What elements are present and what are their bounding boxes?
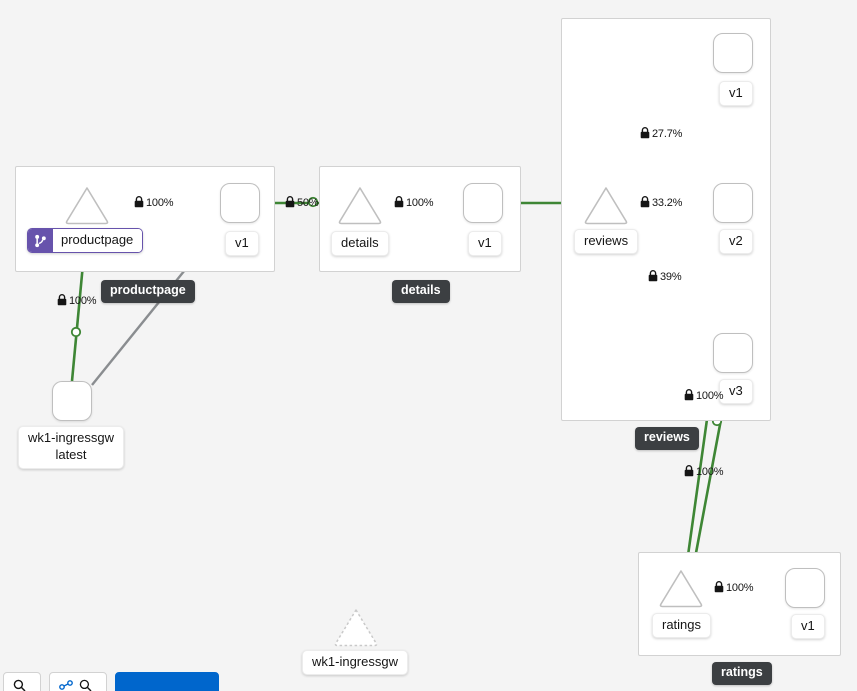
edge-percent: 100% [726,582,754,594]
node-label-ratings-v1[interactable]: v1 [791,614,825,640]
node-details-v1[interactable] [463,183,503,223]
lock-icon [714,581,724,596]
edge-label-reviews-v2-to-ratings-svc[interactable]: 100% [684,465,724,480]
workload-square-icon [785,568,825,608]
edge-percent: 33.2% [652,197,683,209]
node-productpage-v1[interactable] [220,183,260,223]
service-triangle-icon [64,185,110,225]
lock-icon [134,196,144,211]
node-ingressgw[interactable] [52,381,92,421]
node-productpage-service[interactable] [64,185,110,225]
lock-icon [684,465,694,480]
node-label-productpage-v1[interactable]: v1 [225,231,259,257]
node-label-text: productpage [53,229,143,253]
node-label-details-v1[interactable]: v1 [468,231,502,257]
edge-percent: 100% [69,295,97,307]
node-reviews-v3[interactable] [713,333,753,373]
zoom-control-button[interactable] [3,672,41,691]
node-reviews-service[interactable] [583,185,629,225]
node-reviews-v1[interactable] [713,33,753,73]
namespace-tag-reviews[interactable]: reviews [635,427,699,450]
edge-label-details-svc-to-v1[interactable]: 100% [394,196,434,211]
service-triangle-icon [658,568,704,608]
service-triangle-icon [583,185,629,225]
legend-button[interactable] [49,672,107,691]
node-label-line2: latest [55,446,87,462]
node-label-details-service[interactable]: details [331,231,389,257]
bottom-toolbar[interactable] [0,672,219,691]
edge-label-ingressgw-to-productpage-svc[interactable]: 100% [57,294,97,309]
node-label-ingressgw-ghost[interactable]: wk1-ingressgw [302,650,408,676]
zoom-icon [13,679,26,691]
node-label-ingressgw[interactable]: wk1-ingressgw latest [18,426,124,469]
workload-square-icon [713,33,753,73]
node-ratings-v1[interactable] [785,568,825,608]
graph-icon [59,679,74,691]
node-label-productpage-service[interactable]: productpage [27,228,144,254]
namespace-tag-ratings[interactable]: ratings [712,662,772,685]
lock-icon [640,127,650,142]
workload-square-icon [713,333,753,373]
lock-icon [684,389,694,404]
lock-icon [394,196,404,211]
workload-square-icon [713,183,753,223]
node-ingressgw-ghost[interactable] [333,607,379,647]
edge-label-reviews-svc-to-v2[interactable]: 33.2% [640,196,682,211]
node-label-ratings-service[interactable]: ratings [652,613,712,639]
node-reviews-v2[interactable] [713,183,753,223]
node-label-line1: wk1-ingressgw [28,430,114,445]
edge-label-reviews-svc-to-v1[interactable]: 27.7% [640,127,682,142]
lock-icon [648,270,658,285]
node-label-reviews-service[interactable]: reviews [574,229,639,255]
service-triangle-dashed-icon [333,607,379,647]
search-icon [79,679,92,691]
service-triangle-icon [337,185,383,225]
namespace-tag-details[interactable]: details [392,280,450,303]
edge-percent: 39% [660,271,682,283]
primary-action-button[interactable] [115,672,219,691]
node-label-reviews-v3[interactable]: v3 [719,379,753,405]
node-details-service[interactable] [337,185,383,225]
namespace-tag-productpage[interactable]: productpage [101,280,195,303]
lock-icon [640,196,650,211]
lock-icon [57,294,67,309]
edge-percent: 27.7% [652,128,683,140]
node-ratings-service[interactable] [658,568,704,608]
git-branch-icon [28,229,53,253]
workload-square-icon [220,183,260,223]
edge-percent: 100% [406,197,434,209]
edge-percent: 100% [696,466,724,478]
edge-label-reviews-v3-to-ratings-svc[interactable]: 100% [684,389,724,404]
edge-label-reviews-svc-to-v3[interactable]: 39% [648,270,682,285]
workload-square-icon [52,381,92,421]
edge-percent: 50% [297,197,319,209]
edge-label-ratings-svc-to-v1[interactable]: 100% [714,581,754,596]
edge-percent: 100% [696,390,724,402]
edge-label-productpage-v1-to-details-svc[interactable]: 50% [285,196,319,211]
lock-icon [285,196,295,211]
workload-square-icon [463,183,503,223]
edge-percent: 100% [146,197,174,209]
node-label-reviews-v2[interactable]: v2 [719,229,753,255]
node-label-reviews-v1[interactable]: v1 [719,81,753,107]
edge-label-productpage-svc-to-v1[interactable]: 100% [134,196,174,211]
